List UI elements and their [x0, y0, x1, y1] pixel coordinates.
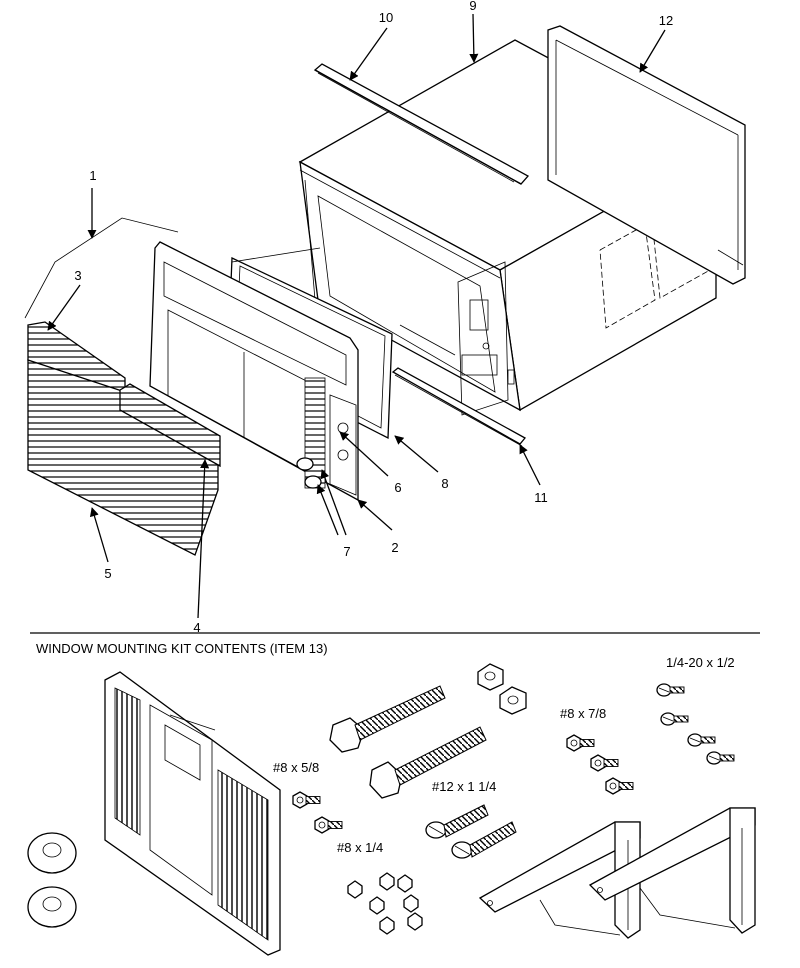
label-8x78-screw: #8 x 7/8: [560, 706, 606, 721]
screw-8x14-group: [347, 872, 423, 935]
label-12x114-screw: #12 x 1 1/4: [432, 779, 496, 794]
label-8x14-screw: #8 x 1/4: [337, 840, 383, 855]
screw-8x58-2: [314, 816, 343, 834]
screw-quarter20-4: [706, 751, 735, 765]
side-curtain-panel: [104, 671, 281, 956]
callout-3: 3: [74, 268, 81, 283]
callout-4: 4: [193, 620, 200, 635]
label-quarter20-screw: 1/4-20 x 1/2: [666, 655, 735, 670]
foam-seal-disc-2: [27, 886, 77, 928]
callout-6: 6: [394, 480, 401, 495]
screw-quarter20-1: [656, 683, 685, 697]
hex-nut-1: [477, 663, 504, 691]
callout-5: 5: [104, 566, 111, 581]
screw-8x78-3: [605, 777, 634, 795]
foam-seal-disc-1: [27, 832, 77, 874]
callout-10: 10: [379, 10, 393, 25]
top-rail-part-10: [313, 63, 530, 185]
screw-quarter20-2: [660, 712, 689, 726]
assembly-bracket: [24, 217, 179, 319]
screw-8x78-1: [566, 734, 595, 752]
callout-11: 11: [534, 490, 548, 505]
callout-7: 7: [343, 544, 350, 559]
callout-1: 1: [89, 168, 96, 183]
hex-bolt-2: [369, 726, 487, 799]
callout-12: 12: [659, 13, 673, 28]
screw-8x58-1: [292, 791, 321, 809]
hex-nut-2: [499, 686, 527, 715]
callout-9: 9: [469, 0, 476, 13]
leader-lines: [47, 13, 666, 619]
louver-part-4: [119, 383, 221, 468]
callout-8: 8: [441, 476, 448, 491]
louver-part-3: [27, 321, 126, 393]
screw-quarter20-3: [687, 733, 716, 747]
screw-12x114-1: [425, 804, 489, 839]
bottom-rail-part-11: [391, 367, 527, 447]
hex-bolt-1: [329, 685, 446, 753]
callout-2: 2: [391, 540, 398, 555]
rear-frame-part-12: [547, 25, 746, 285]
support-bracket-2: [588, 807, 756, 934]
label-8x58-screw: #8 x 5/8: [273, 760, 319, 775]
kit-heading: WINDOW MOUNTING KIT CONTENTS (ITEM 13): [36, 641, 328, 656]
screw-8x78-2: [590, 754, 619, 772]
screw-12x114-2: [451, 821, 517, 859]
